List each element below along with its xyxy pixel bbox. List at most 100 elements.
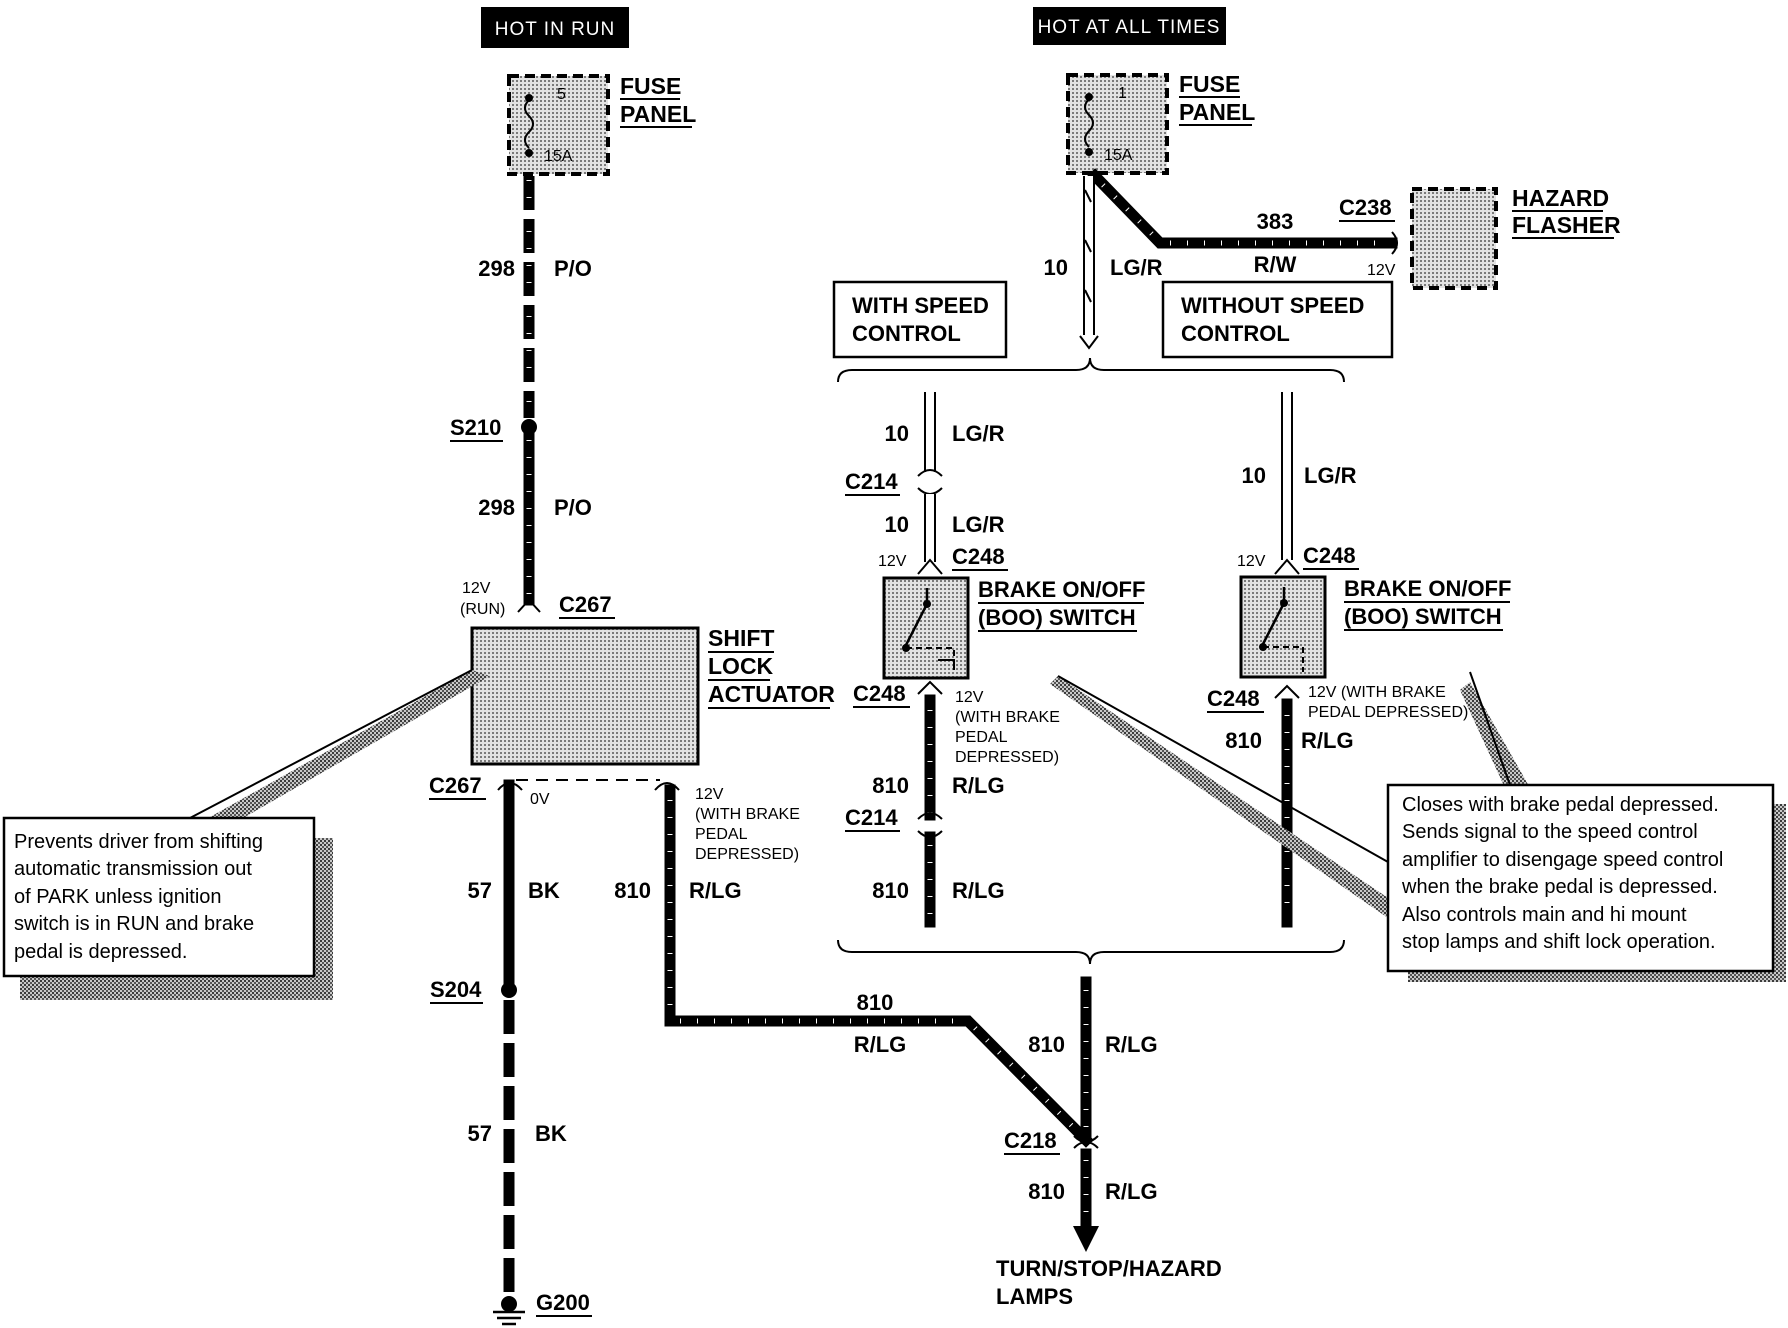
shift-lock-actuator: [470, 626, 700, 766]
with-out-voltage-4: DEPRESSED): [955, 749, 1059, 766]
option-brace-bottom: [837, 939, 1345, 965]
fuse-left-amps: 15A: [544, 148, 573, 165]
circuit-383: 383: [1257, 209, 1294, 234]
note-left-line-2: automatic transmission out: [14, 858, 252, 880]
color-rlg-without: R/LG: [1301, 728, 1354, 753]
boo-switch-with: [882, 576, 970, 680]
fuse-right-label-1: FUSE: [1179, 71, 1240, 97]
wire-10-lgr-feed: [1079, 176, 1099, 350]
color-lgr-with-a: LG/R: [952, 421, 1005, 446]
connector-c214-with-c: C214: [845, 805, 898, 830]
ground-g200: G200: [536, 1290, 590, 1315]
circuit-810-with-c: 810: [872, 773, 909, 798]
zero-volt-label: 0V: [530, 791, 550, 808]
arrow-down-icon: [1073, 1226, 1099, 1252]
note-right-line-3: amplifier to disengage speed control: [1402, 849, 1723, 871]
header-hot-at-all-times-text: HOT AT ALL TIMES: [1038, 17, 1221, 38]
header-hot-in-run-text: HOT IN RUN: [495, 19, 615, 40]
circuit-810-without: 810: [1225, 728, 1262, 753]
wire-298-po: [517, 176, 541, 613]
switch-with-label-1: BRAKE ON/OFF: [978, 577, 1145, 602]
note-left-line-5: pedal is depressed.: [14, 941, 187, 963]
circuit-810-with-d: 810: [872, 878, 909, 903]
color-lgr-without: LG/R: [1304, 463, 1357, 488]
wire-10-lgr-without: [1274, 392, 1300, 575]
note-left-line-4: switch is in RUN and brake: [14, 913, 254, 935]
circuit-810-output-a: 810: [1028, 1032, 1065, 1057]
note-box-right: Closes with brake pedal depressed. Sends…: [1050, 671, 1786, 982]
hazard-flasher: [1410, 187, 1498, 290]
circuit-298-a: 298: [478, 256, 515, 281]
hazard-label-1: HAZARD: [1512, 185, 1609, 211]
circuit-810-shift: 810: [614, 878, 651, 903]
color-rlg-shift: R/LG: [689, 878, 742, 903]
fuse-right-label-2: PANEL: [1179, 99, 1255, 125]
hazard-voltage: 12V: [1367, 262, 1396, 279]
color-lgr-feed: LG/R: [1110, 255, 1163, 280]
fuse-panel-left: 5 15A FUSE PANEL: [507, 73, 696, 176]
note-right-line-4: when the brake pedal is depressed.: [1401, 876, 1718, 898]
circuit-10-with-a: 10: [885, 421, 909, 446]
option-without-line-1: WITHOUT SPEED: [1181, 293, 1364, 318]
circuit-57-a: 57: [468, 878, 492, 903]
note-right-line-1: Closes with brake pedal depressed.: [1402, 794, 1719, 816]
switch-without-label-2: (BOO) SWITCH: [1344, 604, 1502, 629]
color-rlg-horizontal: R/LG: [854, 1032, 907, 1057]
voltage-12v-without-in: 12V: [1237, 553, 1266, 570]
note-left-line-3: of PARK unless ignition: [14, 886, 222, 908]
color-lgr-with-b: LG/R: [952, 512, 1005, 537]
splice-s204-dot: [501, 982, 517, 998]
shift-lock-label-3: ACTUATOR: [708, 681, 835, 707]
splice-s204: S204: [430, 977, 482, 1002]
color-rlg-output-a: R/LG: [1105, 1032, 1158, 1057]
shift-lock-label-2: LOCK: [708, 653, 774, 679]
connector-c218: C218: [1004, 1128, 1057, 1153]
note-right-line-5: Also controls main and hi mount: [1402, 904, 1687, 926]
option-with-speed-control: WITH SPEED CONTROL: [832, 280, 1008, 359]
connector-c248-without-out: C248: [1207, 686, 1260, 711]
color-po-b: P/O: [554, 495, 592, 520]
fuse-left-label-1: FUSE: [620, 73, 681, 99]
voltage-12v-run: 12V: [462, 580, 491, 597]
color-bk-b: BK: [535, 1121, 567, 1146]
splice-s210-dot: [521, 419, 537, 435]
connector-c248-without-in: C248: [1303, 543, 1356, 568]
circuit-810-horizontal: 810: [857, 990, 894, 1015]
shift-voltage-3: PEDAL: [695, 826, 748, 843]
header-hot-in-run: HOT IN RUN: [481, 7, 629, 48]
with-out-voltage-1: 12V: [955, 689, 984, 706]
hazard-label-2: FLASHER: [1512, 212, 1621, 238]
destination-line-1: TURN/STOP/HAZARD: [996, 1256, 1222, 1281]
fuse-left-number: 5: [557, 86, 566, 103]
shift-voltage-4: DEPRESSED): [695, 846, 799, 863]
fuse-panel-right: 1 15A FUSE PANEL: [1066, 71, 1255, 175]
without-out-voltage-1: 12V (WITH BRAKE: [1308, 684, 1446, 701]
destination-line-2: LAMPS: [996, 1284, 1073, 1309]
connector-c267-bottom: C267: [429, 773, 482, 798]
color-rlg-with-c: R/LG: [952, 773, 1005, 798]
wire-810-rlg-output: [1073, 976, 1099, 1252]
color-rlg-with-d: R/LG: [952, 878, 1005, 903]
connector-c238: C238: [1339, 195, 1392, 220]
circuit-810-output-b: 810: [1028, 1179, 1065, 1204]
switch-without-label-1: BRAKE ON/OFF: [1344, 576, 1511, 601]
without-out-voltage-2: PEDAL DEPRESSED): [1308, 704, 1468, 721]
option-with-line-1: WITH SPEED: [852, 293, 989, 318]
connector-c267-top: C267: [559, 592, 612, 617]
with-out-voltage-2: (WITH BRAKE: [955, 709, 1060, 726]
wire-383-rw: [1087, 168, 1398, 255]
circuit-10-feed: 10: [1044, 255, 1068, 280]
header-hot-at-all-times: HOT AT ALL TIMES: [1033, 7, 1226, 45]
voltage-12v-with-in: 12V: [878, 553, 907, 570]
shift-voltage-2: (WITH BRAKE: [695, 806, 800, 823]
fuse-right-number: 1: [1118, 85, 1127, 102]
connector-c248-with-out: C248: [853, 681, 906, 706]
voltage-run-note: (RUN): [460, 601, 505, 618]
color-rw: R/W: [1254, 252, 1297, 277]
circuit-298-b: 298: [478, 495, 515, 520]
note-right-line-2: Sends signal to the speed control: [1402, 821, 1698, 843]
boo-switch-without: [1239, 575, 1327, 679]
color-rlg-output-b: R/LG: [1105, 1179, 1158, 1204]
note-box-left: Prevents driver from shifting automatic …: [2, 669, 490, 1000]
shift-voltage-1: 12V: [695, 786, 724, 803]
